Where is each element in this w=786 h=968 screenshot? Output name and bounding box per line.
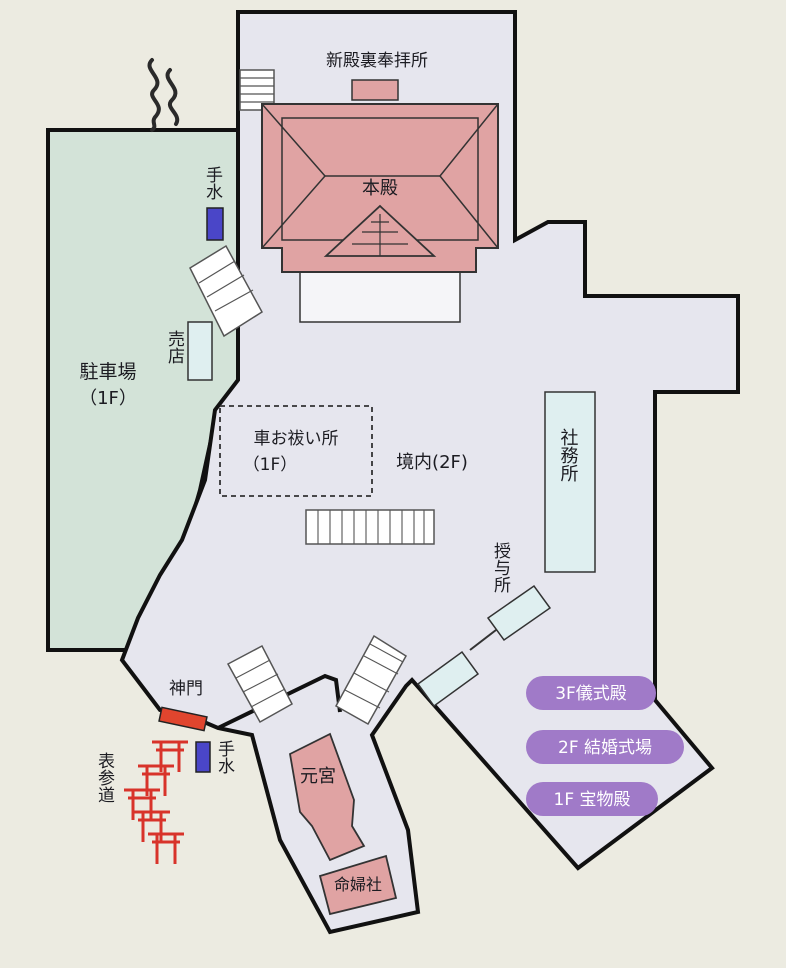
honden-building[interactable]	[261, 103, 499, 273]
label-shamusho: 社務所	[558, 428, 579, 482]
shrine-office-building[interactable]	[544, 391, 596, 573]
badge-2f-wedding-hall[interactable]: 2F 結婚式場	[526, 730, 684, 764]
amulet-office-annex[interactable]	[416, 650, 480, 708]
shop-building[interactable]	[187, 321, 213, 381]
onsen-steam-icon	[147, 58, 180, 132]
temizu-bottom-basin[interactable]	[195, 741, 211, 773]
amulet-office-connector	[469, 629, 497, 651]
label-kuruma-oharai: 車お祓い所	[254, 429, 339, 449]
stairs-central	[305, 509, 435, 545]
torii-gate-icons	[124, 740, 188, 864]
label-honden: 本殿	[362, 178, 398, 199]
temizu-top-basin[interactable]	[206, 207, 224, 241]
label-motomiya: 元宮	[300, 766, 336, 787]
label-temizu-bottom: 手水	[214, 740, 235, 774]
label-parking-floor: （1F）	[79, 388, 137, 409]
amulet-office-building[interactable]	[486, 584, 552, 642]
motomiya-building[interactable]	[288, 732, 366, 862]
car-purification-area[interactable]	[219, 405, 373, 497]
torii-gate-icon	[148, 832, 184, 864]
badge-1f-label: 1F 宝物殿	[554, 790, 631, 810]
stairs-south-center	[334, 634, 408, 726]
label-kuruma-oharai-floor: （1F）	[243, 455, 298, 475]
label-temizu-top: 手水	[202, 166, 223, 200]
label-shinden-uraboshaijo: 新殿裏奉拝所	[326, 50, 428, 71]
badge-3f-label: 3F儀式殿	[555, 684, 627, 704]
label-shinmon: 神門	[169, 679, 203, 699]
torii-gate-icon	[134, 810, 170, 842]
shinden-rear-worship-marker[interactable]	[351, 79, 399, 101]
badge-2f-label: 2F 結婚式場	[558, 738, 652, 758]
label-meifusha: 命婦社	[334, 875, 382, 894]
torii-gate-icon	[152, 740, 188, 772]
label-baiten: 売店	[164, 330, 185, 364]
label-omotesando: 表参道	[94, 752, 115, 803]
label-parking: 駐車場	[79, 361, 136, 383]
label-keidai: 境内(2F)	[396, 452, 468, 473]
label-juyosho: 授与所	[490, 542, 511, 593]
torii-gate-icon	[124, 788, 160, 820]
shinmon-gate[interactable]	[158, 706, 208, 732]
badge-3f-ceremony-hall[interactable]: 3F儀式殿	[526, 676, 656, 710]
meifusha-building[interactable]	[318, 854, 398, 916]
stairs-west-diagonal	[189, 244, 263, 338]
stairs-southwest	[226, 644, 293, 724]
badge-1f-treasure-hall[interactable]: 1F 宝物殿	[526, 782, 658, 816]
